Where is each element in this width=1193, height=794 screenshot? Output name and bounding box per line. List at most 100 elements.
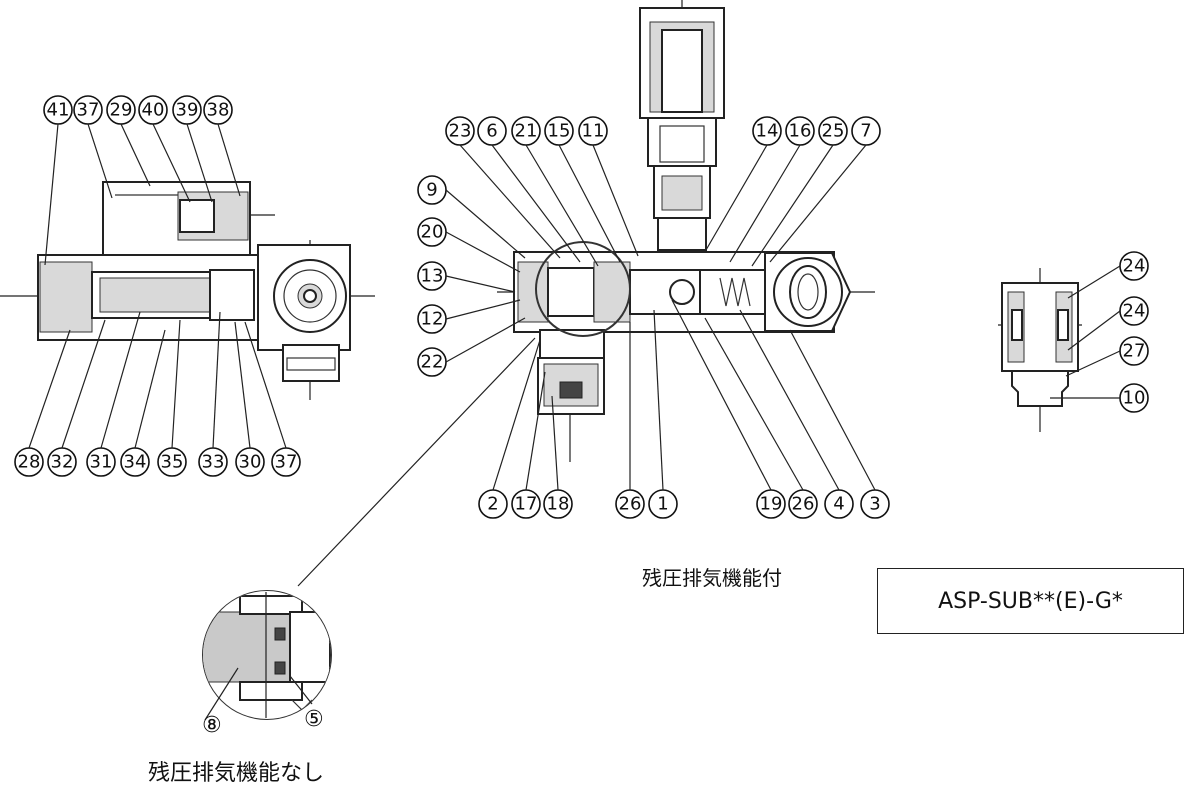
balloon-37b: 37 bbox=[271, 447, 301, 477]
left-top-balloons: 41 37 29 40 39 38 bbox=[43, 95, 233, 125]
balloon-9: 9 bbox=[417, 175, 447, 205]
balloon-19: 19 bbox=[756, 489, 786, 519]
svg-text:37: 37 bbox=[275, 452, 298, 473]
svg-text:20: 20 bbox=[421, 222, 444, 243]
balloon-35: 35 bbox=[157, 447, 187, 477]
svg-text:24: 24 bbox=[1123, 301, 1146, 322]
balloon-39: 39 bbox=[172, 95, 202, 125]
svg-text:34: 34 bbox=[124, 452, 147, 473]
balloon-18: 18 bbox=[543, 489, 573, 519]
balloon-10: 10 bbox=[1119, 383, 1149, 413]
balloon-31: 31 bbox=[86, 447, 116, 477]
svg-text:32: 32 bbox=[51, 452, 74, 473]
svg-text:16: 16 bbox=[789, 121, 812, 142]
left-top-leaders bbox=[44, 123, 241, 266]
svg-text:35: 35 bbox=[161, 452, 184, 473]
svg-text:4: 4 bbox=[833, 494, 844, 515]
svg-text:26: 26 bbox=[619, 494, 642, 515]
model-code-box: ASP-SUB**(E)-G* bbox=[877, 568, 1184, 634]
balloon-13: 13 bbox=[417, 261, 447, 291]
balloon-16: 16 bbox=[785, 116, 815, 146]
svg-text:9: 9 bbox=[426, 180, 437, 201]
detail-view: ⑧ ⑤ bbox=[202, 590, 332, 738]
balloon-12: 12 bbox=[417, 304, 447, 334]
svg-text:17: 17 bbox=[515, 494, 538, 515]
balloon-24: 24 bbox=[1119, 251, 1149, 281]
svg-text:22: 22 bbox=[421, 352, 444, 373]
svg-text:18: 18 bbox=[547, 494, 570, 515]
svg-text:13: 13 bbox=[421, 266, 444, 287]
balloon-34: 34 bbox=[120, 447, 150, 477]
balloon-38: 38 bbox=[203, 95, 233, 125]
right-balloons: 24 24 27 10 bbox=[1119, 251, 1149, 413]
svg-text:21: 21 bbox=[515, 121, 538, 142]
left-section-view bbox=[0, 181, 375, 400]
left-bottom-leaders bbox=[28, 311, 287, 449]
balloon-6: 6 bbox=[477, 116, 507, 146]
center-bottom-balloons: 2 17 18 26 1 19 26 4 3 bbox=[478, 489, 890, 519]
right-section-view bbox=[998, 268, 1082, 432]
balloon-41: 41 bbox=[43, 95, 73, 125]
svg-text:40: 40 bbox=[142, 100, 165, 121]
svg-text:19: 19 bbox=[760, 494, 783, 515]
balloon-20: 20 bbox=[417, 217, 447, 247]
svg-text:7: 7 bbox=[860, 121, 871, 142]
svg-text:28: 28 bbox=[18, 452, 41, 473]
center-left-balloons: 9 20 13 12 22 bbox=[417, 175, 447, 377]
svg-text:37: 37 bbox=[77, 100, 100, 121]
balloon-7: 7 bbox=[851, 116, 881, 146]
balloon-32: 32 bbox=[47, 447, 77, 477]
svg-text:23: 23 bbox=[449, 121, 472, 142]
svg-text:41: 41 bbox=[47, 100, 70, 121]
balloon-27: 27 bbox=[1119, 336, 1149, 366]
balloon-29: 29 bbox=[106, 95, 136, 125]
balloon-25: 25 bbox=[818, 116, 848, 146]
left-bottom-balloons: 28 32 31 34 35 33 30 37 bbox=[14, 447, 301, 477]
model-code: ASP-SUB**(E)-G* bbox=[938, 588, 1123, 614]
balloon-22: 22 bbox=[417, 347, 447, 377]
svg-text:14: 14 bbox=[756, 121, 779, 142]
svg-text:6: 6 bbox=[486, 121, 497, 142]
balloon-26b: 26 bbox=[788, 489, 818, 519]
detail-label-5: ⑤ bbox=[304, 707, 324, 732]
svg-text:31: 31 bbox=[90, 452, 113, 473]
center-section-view bbox=[297, 0, 875, 587]
balloon-2: 2 bbox=[478, 489, 508, 519]
svg-text:3: 3 bbox=[869, 494, 880, 515]
balloon-3: 3 bbox=[860, 489, 890, 519]
caption-with-exhaust: 残圧排気機能付 bbox=[642, 566, 782, 590]
svg-text:38: 38 bbox=[207, 100, 230, 121]
svg-text:15: 15 bbox=[548, 121, 571, 142]
svg-text:29: 29 bbox=[110, 100, 133, 121]
svg-text:30: 30 bbox=[239, 452, 262, 473]
svg-text:33: 33 bbox=[202, 452, 225, 473]
center-top-leaders bbox=[459, 144, 867, 267]
balloon-33: 33 bbox=[198, 447, 228, 477]
svg-text:39: 39 bbox=[176, 100, 199, 121]
balloon-14: 14 bbox=[752, 116, 782, 146]
svg-text:2: 2 bbox=[487, 494, 498, 515]
balloon-26: 26 bbox=[615, 489, 645, 519]
balloon-17: 17 bbox=[511, 489, 541, 519]
svg-text:24: 24 bbox=[1123, 256, 1146, 277]
svg-text:1: 1 bbox=[657, 494, 668, 515]
center-bottom-leaders bbox=[492, 299, 876, 491]
balloon-11: 11 bbox=[578, 116, 608, 146]
svg-text:27: 27 bbox=[1123, 341, 1146, 362]
center-left-leaders bbox=[445, 189, 526, 363]
balloon-24b: 24 bbox=[1119, 296, 1149, 326]
balloon-40: 40 bbox=[138, 95, 168, 125]
balloon-4: 4 bbox=[824, 489, 854, 519]
balloon-30: 30 bbox=[235, 447, 265, 477]
right-leaders bbox=[1050, 265, 1121, 399]
balloon-37: 37 bbox=[73, 95, 103, 125]
svg-text:12: 12 bbox=[421, 309, 444, 330]
balloon-21: 21 bbox=[511, 116, 541, 146]
detail-label-8: ⑧ bbox=[202, 713, 222, 738]
balloon-15: 15 bbox=[544, 116, 574, 146]
balloon-1: 1 bbox=[648, 489, 678, 519]
balloon-28: 28 bbox=[14, 447, 44, 477]
svg-text:10: 10 bbox=[1123, 388, 1146, 409]
balloon-23: 23 bbox=[445, 116, 475, 146]
